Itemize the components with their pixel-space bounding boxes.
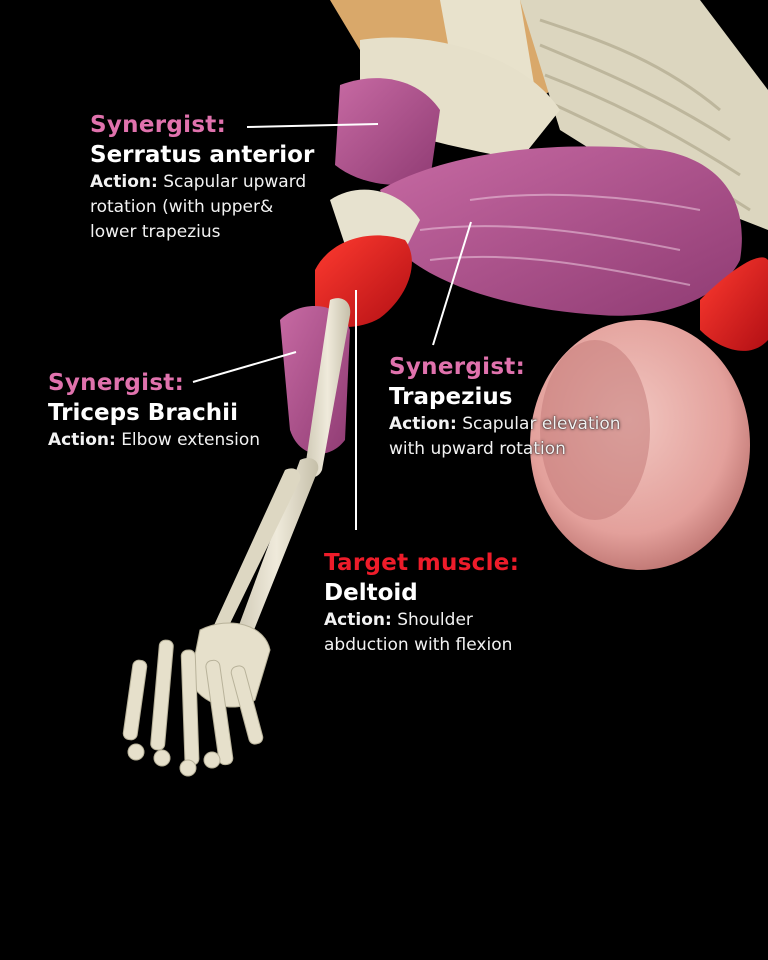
deltoid-muscle-name: Deltoid xyxy=(324,580,418,606)
deltoid-label: Target muscle: Deltoid Action: Shoulder … xyxy=(324,548,519,658)
leader-lines xyxy=(192,123,472,530)
triceps-action-label: Action: xyxy=(48,430,116,450)
triceps-brachii-label: Synergist: Triceps Brachii Action: Elbow… xyxy=(48,368,260,453)
triceps-leader-line xyxy=(192,351,297,383)
trapezius-muscle-name: Trapezius xyxy=(389,384,513,410)
deltoid-action: Action: Shoulder xyxy=(324,608,519,633)
serratus-action-label: Action: xyxy=(90,172,158,192)
trapezius-label: Synergist: Trapezius Action: Scapular el… xyxy=(389,352,621,462)
triceps-muscle-name: Triceps Brachii xyxy=(48,400,238,426)
serratus-role: Synergist: xyxy=(90,112,227,138)
trapezius-leader-line xyxy=(432,221,472,346)
triceps-action: Action: Elbow extension xyxy=(48,428,260,453)
deltoid-action-line2: abduction with flexion xyxy=(324,635,513,655)
deltoid-action-label: Action: xyxy=(324,610,392,630)
trapezius-action-text: Scapular elevation xyxy=(462,414,621,434)
humerus-bone xyxy=(305,298,351,478)
trapezius-action-line2: with upward rotation xyxy=(389,439,566,459)
serratus-action: Action: Scapular upward xyxy=(90,170,314,195)
triceps-action-text: Elbow extension xyxy=(121,430,261,450)
trapezius-role: Synergist: xyxy=(389,354,526,380)
trapezius-action: Action: Scapular elevation xyxy=(389,412,621,437)
serratus-muscle-name: Serratus anterior xyxy=(90,142,315,168)
serratus-anterior-label: Synergist: Serratus anterior Action: Sca… xyxy=(90,110,314,245)
trapezius-action-label: Action: xyxy=(389,414,457,434)
triceps-role: Synergist: xyxy=(48,370,185,396)
serratus-action-text: Scapular upward xyxy=(163,172,307,192)
deltoid-action-text: Shoulder xyxy=(397,610,473,630)
forearm-bones xyxy=(234,458,319,647)
serratus-action-line3: lower trapezius xyxy=(90,222,221,242)
deltoid-role: Target muscle: xyxy=(324,550,520,576)
serratus-anterior-shape xyxy=(335,78,440,185)
serratus-action-line2: rotation (with upper& xyxy=(90,197,274,217)
hand-bones xyxy=(122,622,271,777)
serratus-leader-line xyxy=(246,123,379,128)
